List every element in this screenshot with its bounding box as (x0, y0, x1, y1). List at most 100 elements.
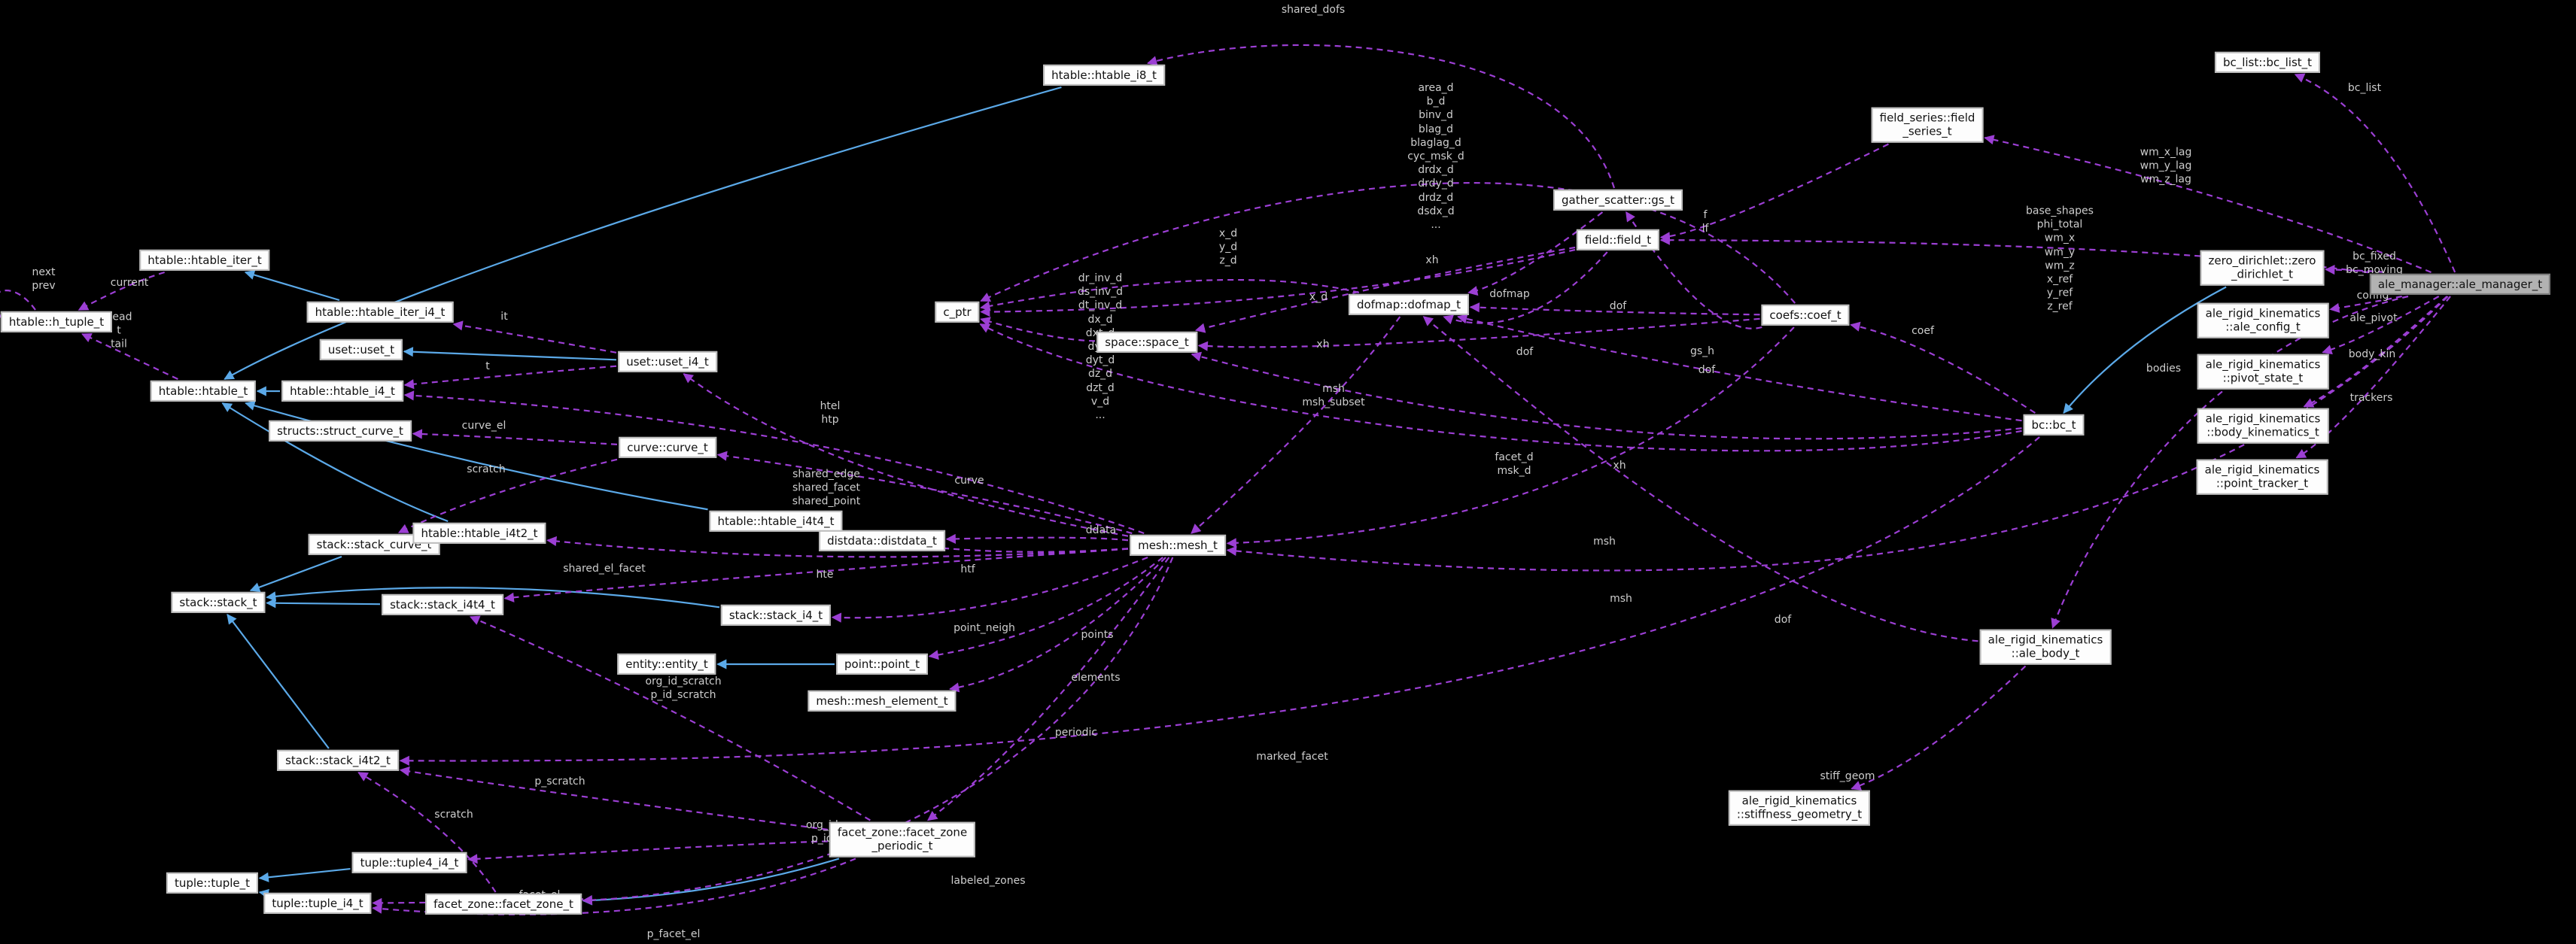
node-stack-curve-t[interactable]: stack::stack_curve_t (308, 533, 440, 556)
node-htable-i4-t[interactable]: htable::htable_i4_t (281, 380, 403, 402)
usage-edge (1851, 665, 2027, 791)
usage-edge (1226, 296, 2449, 572)
node-c-ptr[interactable]: c_ptr (935, 301, 980, 323)
node-dofmap-t[interactable]: dofmap::dofmap_t (1348, 293, 1470, 316)
node-htable-iter-i4-t[interactable]: htable::htable_iter_i4_t (306, 301, 454, 323)
inheritance-edge (258, 888, 269, 899)
node-mesh-element-t[interactable]: mesh::mesh_element_t (807, 690, 956, 712)
usage-edge (2294, 73, 2456, 273)
usage-edge (78, 271, 165, 311)
node-ale-body-t[interactable]: ale_rigid_kinematics ::ale_body_t (1979, 629, 2112, 665)
usage-edge (403, 390, 1145, 535)
usage-edge (2295, 296, 2451, 459)
usage-edge (582, 557, 1174, 906)
node-curve-t[interactable]: curve::curve_t (619, 436, 716, 459)
node-point-t[interactable]: point::point_t (836, 653, 928, 675)
usage-edge (980, 278, 1360, 311)
usage-edge (452, 320, 617, 354)
usage-edge (1194, 246, 1576, 333)
inheritance-edge (403, 347, 617, 361)
node-htable-t[interactable]: htable::htable_t (150, 380, 257, 402)
usage-edge (1422, 316, 1978, 642)
usage-edge (397, 458, 618, 533)
inheritance-edge (249, 555, 342, 593)
usage-edge (399, 766, 829, 831)
node-tuple4-i4-t[interactable]: tuple::tuple4_i4_t (351, 851, 467, 874)
usage-edge (980, 182, 1796, 304)
usage-edge (945, 533, 1129, 545)
usage-edge (980, 248, 1576, 317)
usage-edge (0, 290, 36, 318)
inheritance-edge (227, 613, 330, 749)
inheritance-edge (244, 270, 340, 302)
node-struct-curve-t[interactable]: structs::struct_curve_t (269, 420, 412, 442)
usage-edge (372, 857, 856, 915)
node-field-series-t[interactable]: field_series::field _series_t (1871, 107, 1984, 143)
node-stiffness-geometry-t[interactable]: ale_rigid_kinematics ::stiffness_geometr… (1728, 790, 1871, 826)
node-ale-config-t[interactable]: ale_rigid_kinematics ::ale_config_t (2197, 302, 2329, 338)
node-ale-manager-t[interactable]: ale_manager::ale_manager_t (2369, 273, 2551, 296)
node-distdata-t[interactable]: distdata::distdata_t (819, 530, 945, 552)
node-body-kinematics-t[interactable]: ale_rigid_kinematics ::body_kinematics_t (2197, 408, 2329, 444)
usage-edge (1197, 317, 1760, 351)
usage-edge (81, 333, 178, 380)
usage-edge (2325, 264, 2384, 275)
usage-edge (1467, 211, 1604, 296)
node-entity-t[interactable]: entity::entity_t (617, 653, 716, 675)
inheritance-edge (2063, 286, 2227, 414)
node-gs-t[interactable]: gather_scatter::gs_t (1553, 189, 1683, 211)
usage-edge (357, 772, 497, 893)
node-tuple-i4-t[interactable]: tuple::tuple_i4_t (263, 892, 372, 915)
inheritance-edge (582, 857, 840, 906)
usage-edge (831, 556, 1148, 623)
node-bc-list-t[interactable]: bc_list::bc_list_t (2214, 51, 2321, 74)
usage-edge (980, 317, 1096, 342)
node-uset-t[interactable]: uset::uset_t (319, 338, 403, 361)
node-mesh-t[interactable]: mesh::mesh_t (1130, 534, 1226, 557)
usage-edge (1191, 351, 2022, 440)
node-bc-t[interactable]: bc::bc_t (2023, 414, 2085, 436)
usage-edge (399, 436, 2040, 766)
node-field-t[interactable]: field::field_t (1576, 229, 1660, 251)
inheritance-edge (266, 587, 720, 609)
node-tuple-t[interactable]: tuple::tuple_t (166, 872, 259, 894)
usage-edge (2051, 295, 2409, 629)
node-stack-t[interactable]: stack::stack_t (171, 591, 266, 614)
usage-edge (1469, 302, 1760, 316)
node-facet-zone-t[interactable]: facet_zone::facet_zone_t (425, 893, 582, 915)
node-htable-i4t2-t[interactable]: htable::htable_i4t2_t (412, 522, 546, 545)
node-stack-i4t4-t[interactable]: stack::stack_i4t4_t (382, 593, 503, 616)
usage-edge (1146, 44, 1615, 189)
inheritance-edge (224, 86, 1062, 380)
node-h-tuple-t[interactable]: htable::h_tuple_t (0, 311, 113, 333)
inheritance-edge (221, 402, 449, 523)
usage-edge (1457, 314, 2022, 422)
usage-edge (1659, 143, 1889, 242)
node-space-t[interactable]: space::space_t (1096, 331, 1197, 354)
usage-edge (412, 429, 618, 445)
usage-edge (2322, 296, 2440, 355)
usage-edge (469, 615, 871, 821)
usage-edge (2329, 295, 2402, 313)
usage-edge (403, 365, 617, 390)
node-htable-i8-t[interactable]: htable::htable_i8_t (1043, 64, 1165, 87)
node-htable-i4t4-t[interactable]: htable::htable_i4t4_t (709, 510, 843, 533)
usage-edge (1850, 321, 2036, 414)
usage-edge (1984, 135, 2432, 274)
node-uset-i4-t[interactable]: uset::uset_i4_t (618, 351, 717, 373)
usage-edge (2303, 296, 2448, 408)
usage-edge (1191, 316, 1401, 534)
node-coef-t[interactable]: coefs::coef_t (1761, 304, 1850, 326)
node-point-tracker-t[interactable]: ale_rigid_kinematics ::point_tracker_t (2196, 459, 2328, 495)
usage-edge (467, 840, 829, 864)
node-facet-zone-periodic-t[interactable]: facet_zone::facet_zone _periodic_t (829, 821, 976, 857)
node-stack-i4-t[interactable]: stack::stack_i4_t (720, 604, 832, 627)
node-stack-i4t2-t[interactable]: stack::stack_i4t2_t (277, 749, 399, 772)
node-zero-dirichlet-t[interactable]: zero_dirichlet::zero _dirichlet_t (2200, 250, 2325, 286)
inheritance-edge (266, 598, 381, 609)
usage-edge (546, 536, 1129, 558)
node-htable-iter-t[interactable]: htable::htable_iter_t (139, 249, 270, 272)
node-pivot-state-t[interactable]: ale_rigid_kinematics ::pivot_state_t (2197, 354, 2329, 390)
